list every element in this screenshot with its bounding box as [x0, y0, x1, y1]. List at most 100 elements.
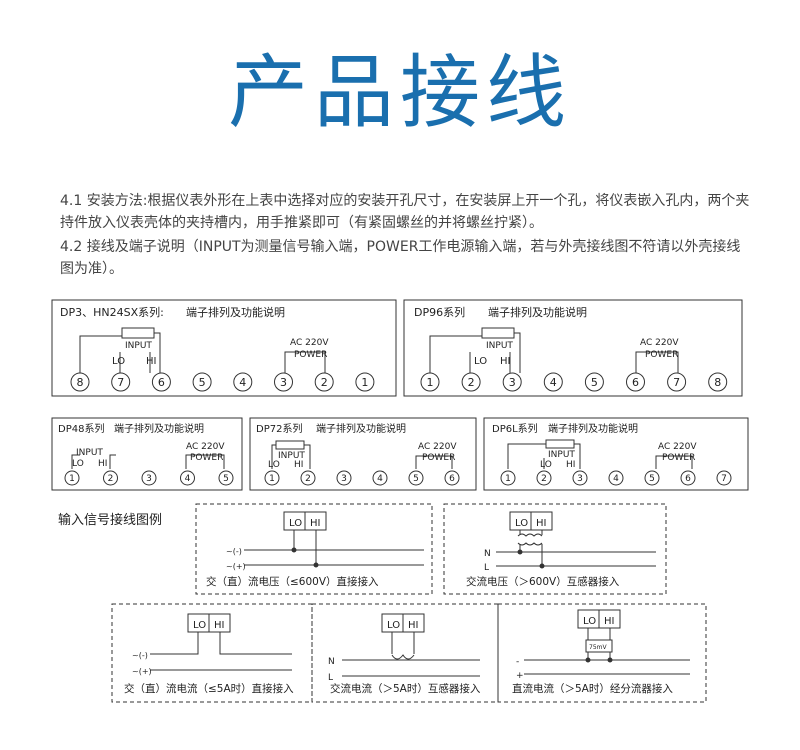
- dp3-terminal-label-8: 8: [77, 376, 84, 389]
- dp72-terminal-5: [408, 470, 424, 486]
- ex4-hi: HI: [408, 620, 418, 631]
- dp48-hi-label: HI: [98, 459, 107, 469]
- ex3-hi: HI: [214, 620, 224, 631]
- ex3-plus: ~(+): [132, 667, 152, 676]
- dp6l-terminal-label-5: 5: [649, 474, 655, 484]
- dp6l-terminal-label-7: 7: [721, 474, 727, 484]
- ex2-caption: 交流电压（＞600V）互感器接入: [466, 575, 620, 588]
- dp96-lo-label: LO: [474, 356, 487, 367]
- dp72-terminal-4: [372, 470, 388, 486]
- dp96-heading: 端子排列及功能说明: [488, 305, 587, 319]
- ex1-plus: ~(+): [226, 562, 246, 571]
- dp6l-terminal-label-3: 3: [577, 474, 583, 484]
- dp3-heading: 端子排列及功能说明: [186, 305, 285, 319]
- ex5-shunt: [585, 639, 613, 653]
- ex2-hi: HI: [536, 518, 546, 529]
- dp96-terminal-label-1: 1: [427, 376, 434, 389]
- dp96-terminal-7: [667, 372, 687, 392]
- ex4-caption: 交流电流（＞5A时）互感器接入: [330, 682, 481, 695]
- dp72-power-label: POWER: [422, 453, 455, 463]
- dp72-terminal-2: [300, 470, 316, 486]
- example-current-shunt-frame: [497, 603, 707, 703]
- dp72-terminal-label-2: 2: [305, 474, 311, 484]
- signal-heading: 输入信号接线图例: [58, 512, 162, 528]
- ex2-lo: LO: [515, 518, 528, 529]
- dp96-terminal-label-5: 5: [591, 376, 598, 389]
- dp3-terminal-label-6: 6: [158, 376, 165, 389]
- dp96-hi-label: HI: [500, 356, 510, 367]
- dp48-terminal-1: [64, 470, 80, 486]
- dp3-terminal-2: [314, 372, 334, 392]
- example-voltage-pt-frame: [443, 503, 667, 595]
- ex5-plus: +: [516, 671, 524, 681]
- dp6l-heading: 端子排列及功能说明: [548, 422, 638, 435]
- dp48-terminal-label-4: 4: [185, 474, 191, 484]
- dp3-hi-label: HI: [146, 356, 156, 367]
- dp48-terminal-5: [218, 470, 234, 486]
- ex3-lo: LO: [193, 620, 206, 631]
- dp3-terminal-7: [111, 372, 131, 392]
- wiring-instructions: 4.2 接线及端子说明（INPUT为测量信号输入端，POWER工作电源输入端，若…: [60, 239, 741, 277]
- dp96-ac-label: AC 220V: [640, 338, 679, 348]
- dp6l-terminal-label-1: 1: [505, 474, 511, 484]
- dp72-terminal-label-6: 6: [449, 474, 455, 484]
- dp96-terminal-5: [584, 372, 604, 392]
- dp72-series-label: DP72系列: [256, 422, 302, 435]
- dp3-ac-label: AC 220V: [290, 338, 329, 348]
- ex1-hi: HI: [310, 518, 320, 529]
- ex2-n: N: [484, 549, 491, 559]
- dp6l-terminal-3: [572, 470, 588, 486]
- dp6l-terminal-1: [500, 470, 516, 486]
- ex4-l: L: [328, 673, 333, 683]
- dp48-terminal-label-2: 2: [108, 474, 114, 484]
- dp48-lo-label: LO: [72, 459, 84, 469]
- dp48-series-label: DP48系列: [58, 422, 104, 435]
- ex5-shunt-label: 75mV: [589, 644, 607, 651]
- dp72-terminal-6: [444, 470, 460, 486]
- dp6l-series-label: DP6L系列: [492, 422, 538, 435]
- dp48-terminal-label-5: 5: [223, 474, 229, 484]
- dp48-terminal-3: [141, 470, 157, 486]
- dp72-box: [249, 417, 477, 491]
- dp3-terminal-4: [233, 372, 253, 392]
- dp96-terminal-label-8: 8: [714, 376, 721, 389]
- dp96-input-resistor: [481, 327, 515, 339]
- dp3-power-label: POWER: [294, 350, 327, 360]
- dp72-input-resistor: [275, 440, 305, 450]
- ex3-minus: ~(-): [132, 651, 148, 660]
- dp72-lo-label: LO: [268, 460, 280, 470]
- dp48-box: [51, 417, 243, 491]
- dp96-terminal-3: [502, 372, 522, 392]
- ex5-lo: LO: [583, 616, 596, 627]
- dp48-terminal-4: [180, 470, 195, 486]
- dp96-terminal-label-4: 4: [550, 376, 557, 389]
- dp48-ac-label: AC 220V: [186, 442, 225, 452]
- ex3-caption: 交（直）流电流（≤5A时）直接接入: [124, 682, 294, 695]
- dp48-input-label: INPUT: [76, 448, 103, 458]
- dp6l-lo-label: LO: [540, 460, 552, 470]
- dp6l-terminal-6: [680, 470, 696, 486]
- dp3-terminal-label-4: 4: [239, 376, 246, 389]
- dp96-terminal-label-6: 6: [632, 376, 639, 389]
- dp72-ac-label: AC 220V: [418, 442, 457, 452]
- ex4-lo: LO: [387, 620, 400, 631]
- dp48-heading: 端子排列及功能说明: [114, 422, 204, 435]
- dp3-terminal-5: [192, 372, 212, 392]
- dp96-terminal-2: [461, 372, 481, 392]
- dp3-terminal-label-2: 2: [321, 376, 328, 389]
- ex5-caption: 直流电流（＞5A时）经分流器接入: [512, 682, 673, 695]
- ex4-n: N: [328, 657, 335, 667]
- dp3-lo-label: LO: [112, 356, 125, 367]
- dp3-terminal-label-5: 5: [199, 376, 206, 389]
- ex5-hi: HI: [604, 616, 614, 627]
- dp96-terminal-label-2: 2: [468, 376, 475, 389]
- dp72-terminal-1: [264, 470, 280, 486]
- dp3-terminal-3: [274, 372, 293, 392]
- dp72-terminal-label-5: 5: [413, 474, 419, 484]
- ex2-l: L: [484, 563, 489, 573]
- ex2-pt-coil-bottom: [517, 542, 543, 546]
